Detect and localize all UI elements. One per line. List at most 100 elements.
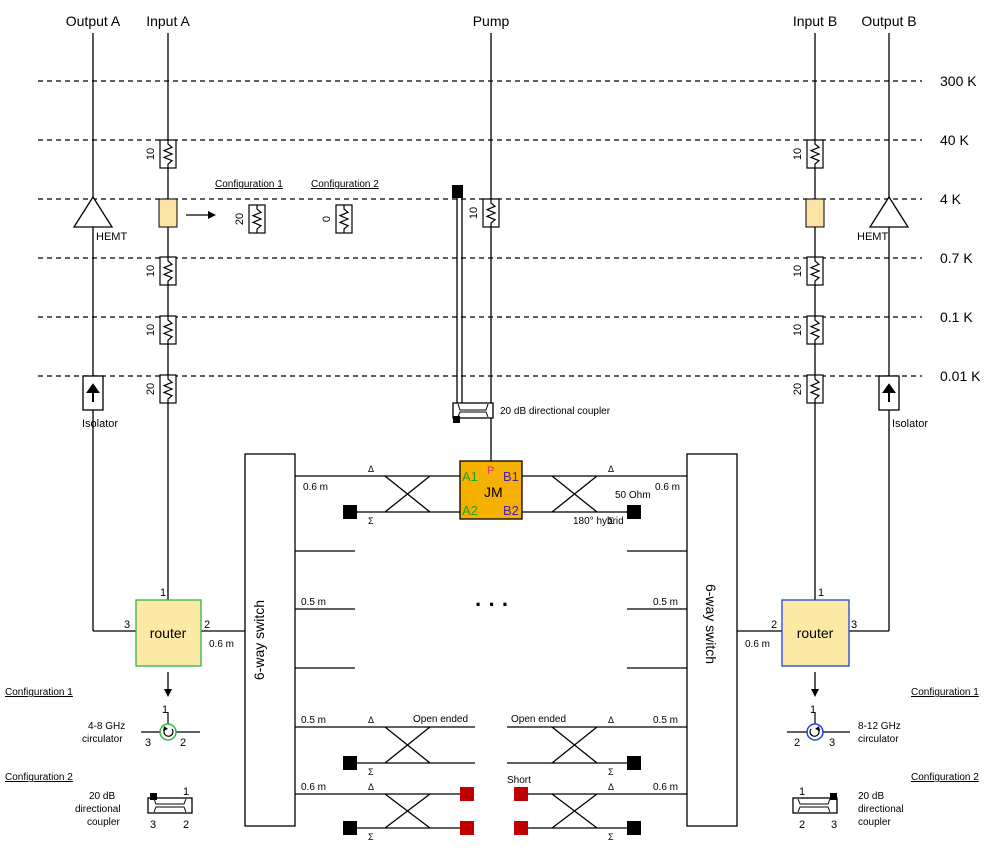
length-label: 0.5 m: [653, 715, 678, 726]
resistor-icon: [485, 199, 497, 227]
port-labels: Output A Input A Pump Input B Output B: [66, 13, 917, 29]
delta-sigma-labels: Δ Σ Δ Σ Δ Σ Δ Σ Δ Σ Δ Σ: [368, 464, 614, 842]
isolator-a: Isolator: [82, 375, 118, 430]
router-b-port3: 3: [851, 619, 857, 631]
attenuator-a-40k: 10: [145, 139, 177, 169]
resistor-icon: [162, 316, 174, 344]
attenuator-value: 20: [234, 213, 246, 225]
resistor-icon: [162, 375, 174, 403]
up-arrow-icon: [86, 383, 100, 402]
jm-block: JM A1 A2 B1 B2 P: [459, 460, 523, 520]
circ-a-port1: 1: [162, 704, 168, 716]
length-labels: 0.6 m 0.6 m 0.5 m 0.5 m 0.5 m 0.5 m 0.6 …: [209, 482, 770, 793]
short-label: Short: [507, 775, 531, 786]
short-tl: [460, 787, 474, 801]
coupler-a-port2: 2: [183, 819, 189, 831]
stage-label-40k: 40 K: [940, 132, 969, 148]
input-b-4k-block: [805, 198, 825, 228]
open-ended-right-label: Open ended: [511, 714, 566, 725]
router-a-label: router: [150, 625, 187, 641]
attenuator-config2: 0: [321, 204, 353, 234]
hemt-a: HEMT: [72, 195, 127, 243]
hybrids: [355, 475, 627, 829]
switch-b: 6-way switch: [686, 453, 738, 827]
termination-tl: [343, 505, 357, 519]
isolator-a-label: Isolator: [82, 418, 118, 430]
delta-label: Δ: [368, 782, 374, 792]
attenuator-value: 20: [792, 383, 804, 395]
delta-label: Δ: [608, 464, 614, 474]
attenuator-value: 10: [468, 207, 480, 219]
jm-port-b2: B2: [503, 503, 519, 518]
resistor-icon: [809, 375, 821, 403]
short-tr: [514, 787, 528, 801]
coupler-b-label-line1: 20 dB: [858, 791, 884, 802]
jm-port-a1: A1: [462, 469, 478, 484]
switch-b-label: 6-way switch: [703, 584, 719, 664]
resistor-icon: [162, 140, 174, 168]
short-terminations: [460, 787, 528, 835]
coupler-a-port3: 3: [150, 819, 156, 831]
config2-heading-right: Configuration 2: [911, 772, 979, 783]
router-a: router 1 2 3: [124, 587, 210, 667]
hemt-b: HEMT: [857, 195, 910, 243]
coupler-a-label-line3: coupler: [87, 817, 120, 828]
switch-a-label: 6-way switch: [251, 600, 267, 680]
stage-label-07k: 0.7 K: [940, 250, 973, 266]
input-b-label: Input B: [793, 13, 837, 29]
hemt-a-label: HEMT: [96, 231, 127, 243]
attenuator-value: 10: [145, 324, 157, 336]
attenuator-value: 0: [321, 216, 333, 222]
stage-label-4k: 4 K: [940, 191, 962, 207]
circ-b-port3: 3: [829, 737, 835, 749]
delta-label: Δ: [608, 782, 614, 792]
isolator-b-label: Isolator: [892, 418, 928, 430]
attenuator-value: 10: [145, 148, 157, 160]
hybrid-label: 180° hybrid: [573, 516, 624, 527]
termination-sl: [343, 821, 357, 835]
router-a-port3: 3: [124, 619, 130, 631]
length-label: 0.5 m: [301, 597, 326, 608]
fifty-ohm-label: 50 Ohm: [615, 490, 651, 501]
signal-lines: [92, 33, 890, 632]
coupler-a-port1: 1: [183, 786, 189, 798]
switch-a: 6-way switch: [244, 453, 296, 827]
delta-label: Δ: [368, 715, 374, 725]
termination-sr: [627, 821, 641, 835]
attenuator-value: 10: [792, 324, 804, 336]
output-a-label: Output A: [66, 13, 121, 29]
termination-ol: [343, 756, 357, 770]
attenuator-b-07k: 10: [792, 256, 824, 286]
sigma-label: Σ: [368, 767, 374, 777]
coupler-b-port3: 3: [831, 819, 837, 831]
resistor-icon: [809, 316, 821, 344]
config-arrow: [186, 211, 216, 219]
circ-a-label-line1: 4-8 GHz: [88, 721, 125, 732]
attenuator-value: 10: [145, 265, 157, 277]
input-a-label: Input A: [146, 13, 190, 29]
router-a-port1: 1: [160, 587, 166, 599]
input-a-4k-block: [158, 198, 178, 228]
coupler-a: 1 3 2 20 dB directional coupler: [75, 786, 193, 831]
circ-b-label-line1: 8-12 GHz: [858, 721, 901, 732]
attenuator-pump-4k: 10: [468, 198, 500, 228]
length-label: 0.6 m: [303, 482, 328, 493]
jm-label: JM: [484, 484, 503, 500]
coupler-b-port1: 1: [799, 786, 805, 798]
length-label: 0.5 m: [301, 715, 326, 726]
attenuator-a-07k: 10: [145, 256, 177, 286]
length-label: 0.6 m: [301, 782, 326, 793]
router-a-port2: 2: [204, 619, 210, 631]
router-b: router 1 2 3: [771, 587, 857, 667]
length-label: 0.6 m: [209, 639, 234, 650]
short-bl: [460, 821, 474, 835]
jm-port-b1: B1: [503, 469, 519, 484]
resistor-icon: [251, 205, 263, 233]
sigma-label: Σ: [368, 832, 374, 842]
stage-labels: 300 K 40 K 4 K 0.7 K 0.1 K 0.01 K: [940, 73, 981, 384]
temperature-stage-lines: [38, 80, 922, 377]
resistor-icon: [338, 205, 350, 233]
config-headings-bottom: Configuration 1 Configuration 2 Configur…: [5, 687, 979, 783]
